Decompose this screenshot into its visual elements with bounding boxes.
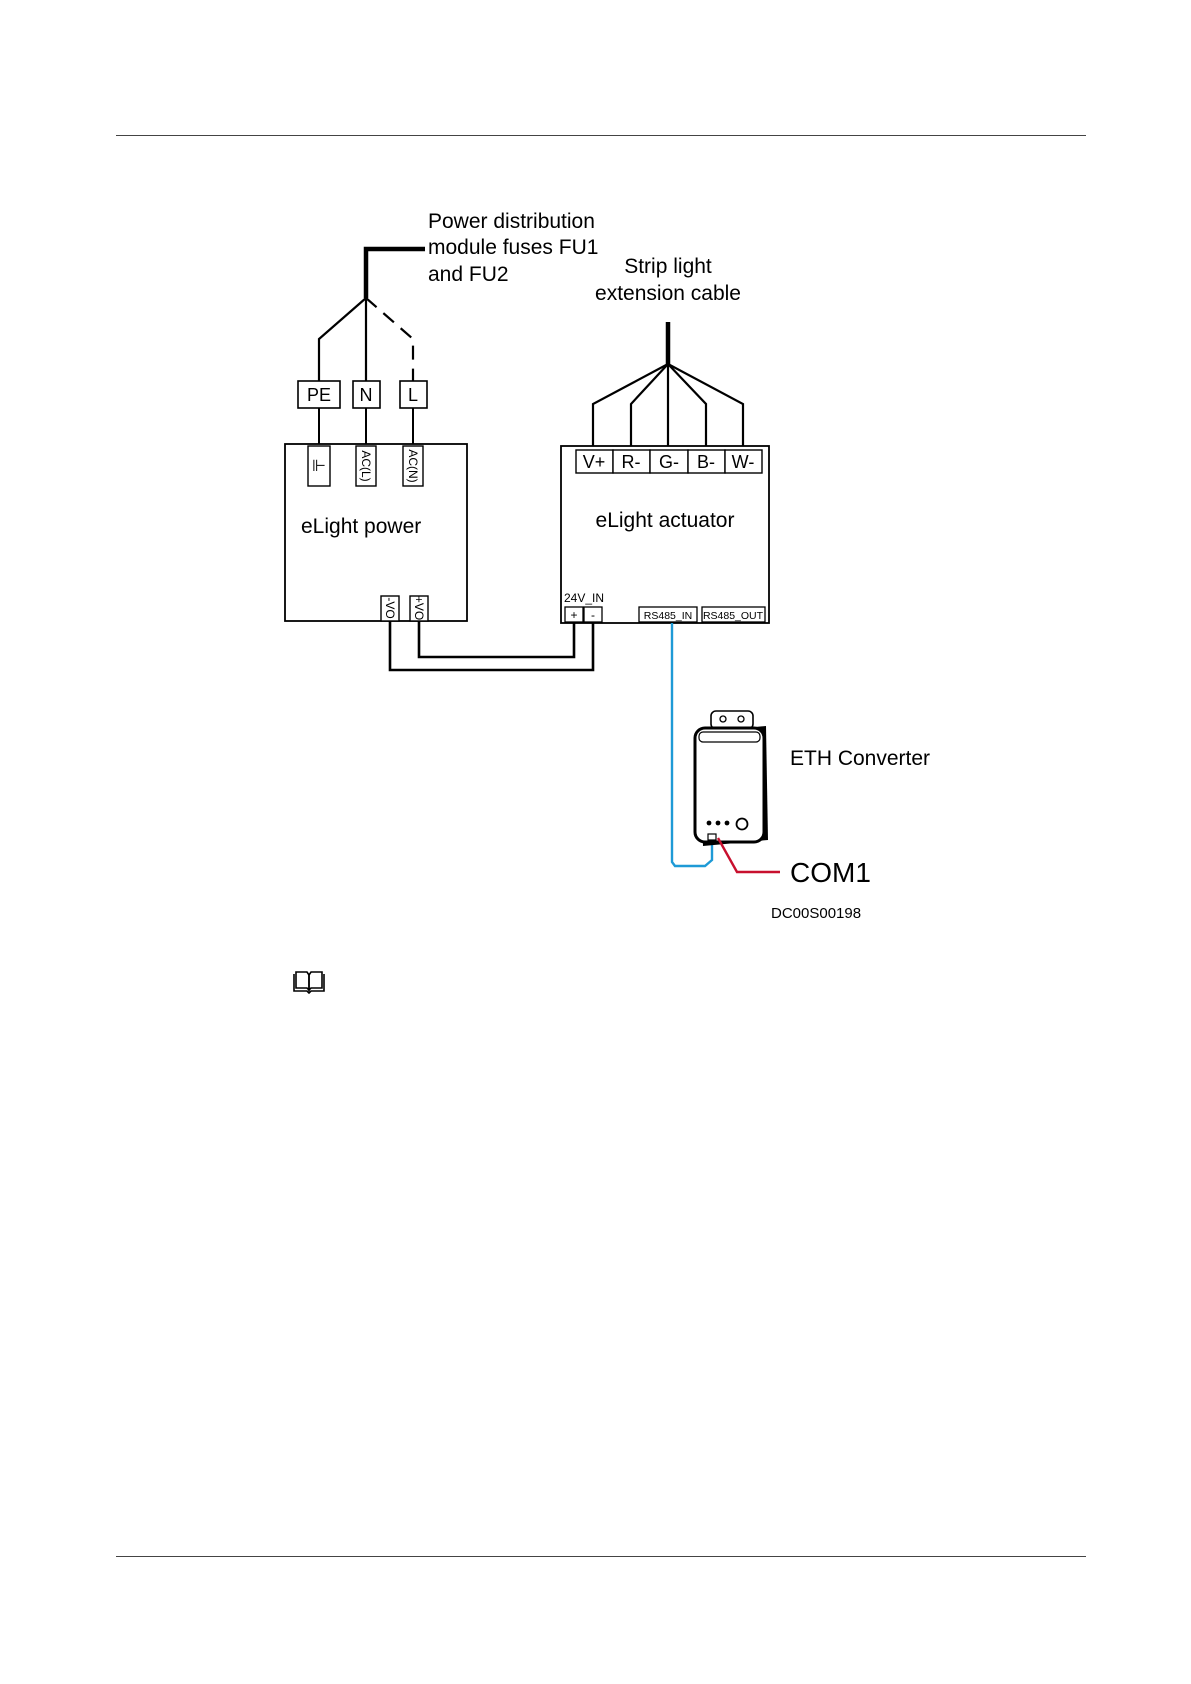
- pe-label: PE: [307, 385, 331, 405]
- b-minus-wire: [668, 364, 706, 450]
- r-minus-label: R-: [622, 452, 641, 472]
- led-indicator: [707, 821, 712, 826]
- com1-label: COM1: [790, 857, 871, 888]
- footer-rule: [116, 1556, 1086, 1557]
- power-distribution-label-3: and FU2: [428, 263, 509, 286]
- in-24v-label: 24V_IN: [564, 591, 604, 605]
- rs485-in-label: RS485_IN: [644, 610, 692, 622]
- mount-hole: [738, 716, 744, 722]
- v-plus-label: V+: [583, 452, 606, 472]
- acn-label: AC(N): [406, 449, 420, 482]
- led-indicator: [716, 821, 721, 826]
- n-label: N: [360, 385, 373, 405]
- plus-24v-label: +: [570, 608, 577, 622]
- book-icon: [292, 970, 326, 994]
- negative-wire: [390, 621, 593, 670]
- strip-light-label-2: extension cable: [595, 282, 741, 305]
- elight-actuator-label: eLight actuator: [596, 509, 735, 532]
- com1-port: [708, 834, 716, 840]
- mount-hole: [720, 716, 726, 722]
- positive-wire: [419, 621, 574, 657]
- rs485-out-label: RS485_OUT: [703, 610, 764, 622]
- l-wire-dashed: [366, 298, 413, 387]
- dc-24v-wiring: [390, 621, 593, 670]
- power-distribution-label-1: Power distribution: [428, 210, 595, 233]
- pe-wire: [319, 298, 366, 387]
- device-top-bevel: [699, 732, 760, 742]
- mounting-tab: [711, 711, 753, 729]
- strip-light-cable: [593, 322, 743, 450]
- g-minus-label: G-: [659, 452, 679, 472]
- acl-label: AC(L): [359, 450, 373, 481]
- elight-power-label: eLight power: [301, 515, 421, 538]
- figure-code: DC00S00198: [771, 905, 861, 922]
- eth-converter-label: ETH Converter: [790, 747, 930, 770]
- r-minus-wire: [631, 364, 668, 450]
- b-minus-label: B-: [697, 452, 715, 472]
- ground-symbol-icon: ⊩: [312, 458, 326, 475]
- power-distribution-label-2: module fuses FU1: [428, 236, 598, 259]
- eth-converter-device: [695, 711, 768, 846]
- l-label: L: [408, 385, 418, 405]
- strip-light-label-1: Strip light: [624, 255, 712, 278]
- w-minus-label: W-: [732, 452, 755, 472]
- vo-plus-label: +VO: [412, 596, 426, 620]
- fuse-cable: [366, 249, 425, 298]
- led-indicator: [725, 821, 730, 826]
- device-button: [737, 819, 748, 830]
- device-body: [695, 728, 764, 842]
- minus-24v-label: -: [591, 608, 595, 622]
- vo-minus-label: -VO: [383, 597, 397, 618]
- power-distribution-wiring: [319, 249, 425, 446]
